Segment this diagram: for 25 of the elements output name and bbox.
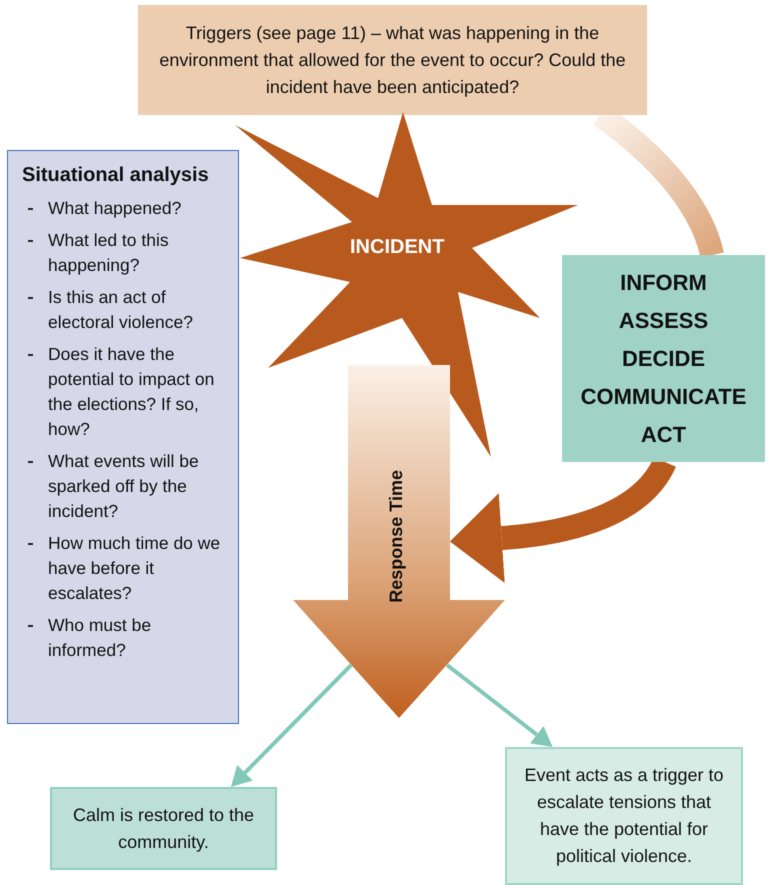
arrow — [230, 664, 353, 787]
list-item: What happened? — [14, 196, 230, 221]
starburst-label: INCIDENT — [350, 236, 444, 259]
analysis-box — [7, 150, 239, 724]
box-text: ASSESS — [618, 306, 708, 334]
list-item: What events will be sparked off by the incident? — [14, 449, 230, 524]
outcome-box — [505, 747, 743, 885]
box-text: COMMUNICATE — [580, 382, 746, 410]
list-item: What led to this happening? — [14, 228, 230, 278]
arrow — [446, 663, 553, 747]
trigger-box — [138, 5, 647, 115]
arrow-label: Response Time — [386, 470, 407, 603]
list-item: Is this an act of electoral violence? — [14, 285, 230, 335]
list-item: How much time do we have before it escalates? — [14, 531, 230, 606]
box-text: Triggers (see page 11) – what was happening in the environment that allowed for the event to occur? Could the incident have been anticipated? — [158, 22, 627, 99]
box-text: Calm is restored to the community. — [72, 804, 256, 854]
list-item: Who must be informed? — [14, 613, 230, 663]
box-text: Event acts as a trigger to escalate tensions that have the potential for political violence. — [523, 764, 725, 868]
box-text: INFORM — [620, 268, 707, 296]
box-text: ACT — [640, 420, 686, 448]
outcome-box — [50, 787, 277, 870]
list-item: Does it have the potential to impact on the elections? If so, how? — [14, 342, 230, 442]
box-heading: Situational analysis — [21, 163, 210, 188]
action-box — [562, 255, 765, 462]
box-text: DECIDE — [622, 344, 706, 372]
